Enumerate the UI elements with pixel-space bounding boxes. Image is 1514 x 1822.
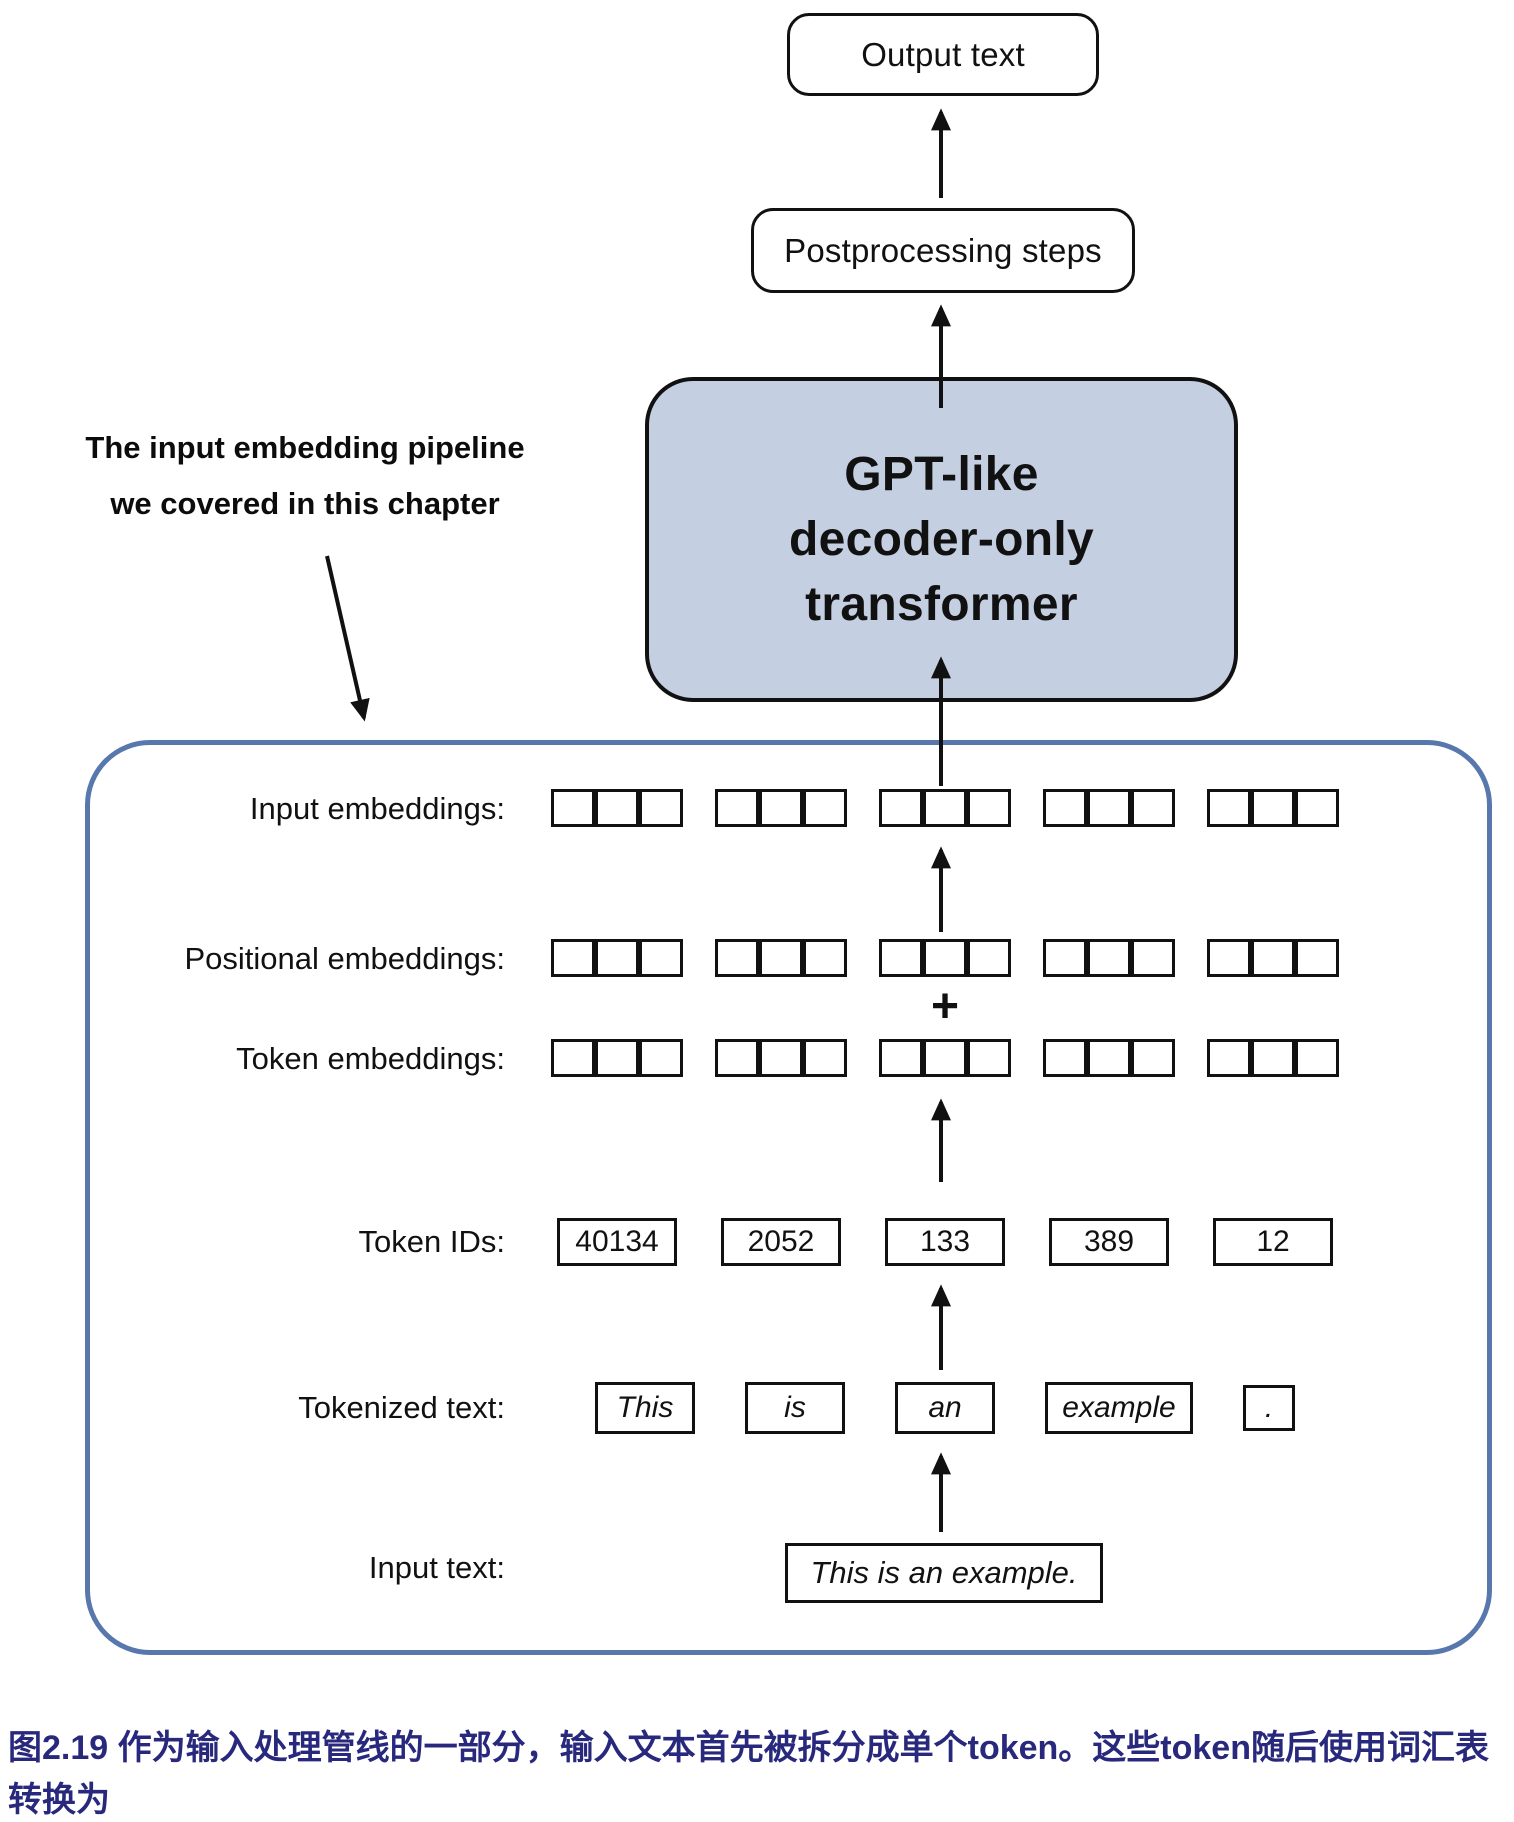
embedding-cell [551,1039,595,1077]
caption-line-1: 图2.19 作为输入处理管线的一部分，输入文本首先被拆分成单个token。这些t… [8,1729,1489,1819]
embedding-vector-group [715,939,847,977]
embedding-vector-group [1207,789,1339,827]
pipeline-frame [85,740,1492,1655]
output-text-box: Output text [787,13,1099,96]
transformer-box: GPT-like decoder-only transformer [645,377,1238,702]
embedding-cell [639,939,683,977]
embedding-cell [1295,789,1339,827]
token-id-box: 389 [1049,1218,1169,1266]
transformer-line-1: GPT-like [844,448,1039,501]
embedding-vector-group [715,789,847,827]
embedding-cell [551,789,595,827]
embedding-cell [1295,1039,1339,1077]
token-box: . [1243,1385,1295,1431]
embedding-cell [1087,1039,1131,1077]
embedding-cell [1295,939,1339,977]
embedding-cell [967,1039,1011,1077]
embedding-vector-group [551,1039,683,1077]
embedding-cell [803,789,847,827]
figure-caption: 图2.19 作为输入处理管线的一部分，输入文本首先被拆分成单个token。这些t… [8,1722,1508,1822]
embedding-cell [1207,1039,1251,1077]
positional-embeddings-vectors [551,939,1339,977]
output-text-label: Output text [861,35,1025,73]
input-text-box: This is an example. [785,1543,1103,1603]
tokenized-text-label: Tokenized text: [298,1390,505,1425]
token-id-box: 133 [885,1218,1005,1266]
embedding-vector-group [879,939,1011,977]
embedding-cell [803,939,847,977]
embedding-cell [923,1039,967,1077]
embedding-cell [879,939,923,977]
input-text-label: Input text: [368,1550,505,1585]
annotation-line-2: we covered in this chapter [110,486,500,521]
token-box: example [1045,1382,1193,1434]
embedding-vector-group [879,789,1011,827]
token-ids-label: Token IDs: [358,1224,505,1259]
token-embeddings-vectors [551,1039,1339,1077]
embedding-cell [879,789,923,827]
token-id-box: 12 [1213,1218,1333,1266]
embedding-cell [759,939,803,977]
token-box: This [595,1382,695,1434]
input-embeddings-label: Input embeddings: [249,791,505,826]
token-id-box: 2052 [721,1218,841,1266]
embedding-cell [803,1039,847,1077]
plus-sign: + [930,980,960,1033]
embedding-vector-group [1207,1039,1339,1077]
embedding-cell [595,1039,639,1077]
embedding-cell [595,789,639,827]
embedding-cell [923,789,967,827]
embedding-cell [1043,789,1087,827]
token-box: an [895,1382,995,1434]
embedding-cell [639,789,683,827]
embedding-cell [715,789,759,827]
embedding-cell [639,1039,683,1077]
embedding-cell [759,1039,803,1077]
annotation-arrow [325,555,370,722]
embedding-cell [967,789,1011,827]
transformer-line-3: transformer [805,578,1078,631]
embedding-vector-group [551,939,683,977]
embedding-cell [595,939,639,977]
embedding-cell [715,1039,759,1077]
embedding-cell [1131,789,1175,827]
positional-embeddings-label: Positional embeddings: [184,941,505,976]
embedding-cell [1251,789,1295,827]
token-box: is [745,1382,845,1434]
input-text-value: This is an example. [810,1555,1078,1590]
token-id-box: 40134 [557,1218,677,1266]
embedding-vector-group [715,1039,847,1077]
embedding-vector-group [879,1039,1011,1077]
embedding-cell [1043,1039,1087,1077]
embedding-vector-group [1043,1039,1175,1077]
embedding-cell [1131,1039,1175,1077]
embedding-cell [715,939,759,977]
embedding-cell [967,939,1011,977]
embedding-cell [1207,789,1251,827]
embedding-vector-group [1207,939,1339,977]
token-ids-row: 40134 2052 133 389 12 [557,1218,1333,1266]
embedding-cell [1251,939,1295,977]
embedding-cell [1251,1039,1295,1077]
input-embeddings-vectors [551,789,1339,827]
embedding-vector-group [1043,939,1175,977]
annotation-note: The input embedding pipeline we covered … [75,420,535,532]
postprocessing-label: Postprocessing steps [784,231,1102,269]
embedding-cell [1043,939,1087,977]
embedding-cell [551,939,595,977]
embedding-cell [1131,939,1175,977]
embedding-cell [1087,789,1131,827]
postprocessing-box: Postprocessing steps [751,208,1135,293]
embedding-vector-group [551,789,683,827]
embedding-cell [879,1039,923,1077]
transformer-line-2: decoder-only [789,513,1094,566]
annotation-line-1: The input embedding pipeline [85,430,525,465]
token-embeddings-label: Token embeddings: [236,1041,505,1076]
embedding-cell [759,789,803,827]
embedding-vector-group [1043,789,1175,827]
embedding-cell [1207,939,1251,977]
embedding-cell [1087,939,1131,977]
embedding-cell [923,939,967,977]
